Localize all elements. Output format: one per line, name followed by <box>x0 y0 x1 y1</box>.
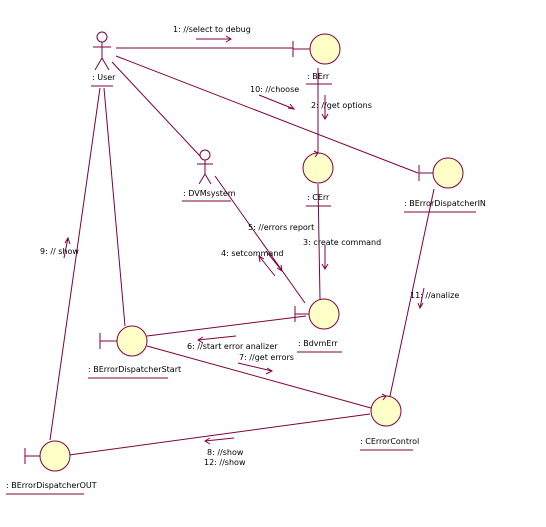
link-user-dvmsystem <box>111 61 201 157</box>
arrow-m9 <box>63 237 69 259</box>
berrordispatcher-in-label: : BErrorDispatcherIN <box>404 199 486 208</box>
link-user-berrordispatcher-out <box>49 87 101 441</box>
arrow-m5 <box>265 250 283 272</box>
arrow-m4 <box>258 255 276 277</box>
msg-6: 6: //start error analizer <box>187 342 278 351</box>
msg-1: 1: //select to debug <box>173 25 251 34</box>
msg-11: 11: //analize <box>410 291 459 300</box>
cerrorcontrol-label: : CErrorControl <box>360 437 419 446</box>
msg-3: 3: create command <box>303 238 381 247</box>
message-labels: 1: //select to debug 10: //choose 2: //g… <box>40 25 459 467</box>
boundary-berr[interactable]: : BErr <box>292 33 341 85</box>
boundary-berrordispatcher-start[interactable]: : BErrorDispatcherStart <box>88 325 181 379</box>
control-cerr[interactable]: : CErr <box>302 150 334 207</box>
actor-user[interactable]: : User <box>91 31 116 87</box>
link-in-cerrorcontrol <box>389 188 435 397</box>
link-cerr-bdvmerr <box>317 183 321 300</box>
associations <box>49 47 435 456</box>
msg-4: 4: setcommand <box>221 249 283 258</box>
berrordispatcher-out-label: : BErrorDispatcherOUT <box>6 481 97 490</box>
message-arrows <box>63 35 425 445</box>
bdvmerr-label: : BdvmErr <box>298 339 339 348</box>
boundary-berrordispatcher-out[interactable]: : BErrorDispatcherOUT <box>6 440 97 495</box>
cerr-label: : CErr <box>307 193 330 202</box>
link-start-bdvmerr <box>146 315 307 337</box>
arrow-m11 <box>419 287 425 309</box>
actor-dvmsystem[interactable]: : DVMsystem <box>182 149 236 202</box>
link-user-berrordispatcher-start <box>103 87 126 327</box>
msg-5: 5: //errors report <box>248 223 314 232</box>
control-cerrorcontrol[interactable]: : CErrorControl <box>360 393 419 451</box>
link-start-cerrorcontrol <box>146 345 372 409</box>
arrow-m8 <box>204 437 235 442</box>
arrow-m7 <box>237 362 273 372</box>
msg-7: 7: //get errors <box>239 353 294 362</box>
msg-2: 2: //get options <box>311 101 372 110</box>
user-label: : User <box>92 73 116 82</box>
boundary-bdvmerr[interactable]: : BdvmErr <box>294 298 342 353</box>
arrow-m10 <box>258 94 295 110</box>
msg-9: 9: // show <box>40 247 79 256</box>
link-out-cerrorcontrol <box>68 413 371 456</box>
arrow-m6 <box>197 335 237 341</box>
link-dvmsystem-bdvmerr <box>214 175 306 304</box>
msg-8: 8: //show <box>207 448 244 457</box>
msg-10: 10: //choose <box>250 85 299 94</box>
boundary-berrordispatcher-in[interactable]: : BErrorDispatcherIN <box>404 157 486 213</box>
link-user-berrordispatcher-in <box>115 55 419 174</box>
dvmsystem-label: : DVMsystem <box>183 189 236 198</box>
msg-12: 12: //show <box>204 458 246 467</box>
berrordispatcher-start-label: : BErrorDispatcherStart <box>88 365 181 374</box>
berr-label: : BErr <box>307 72 330 81</box>
